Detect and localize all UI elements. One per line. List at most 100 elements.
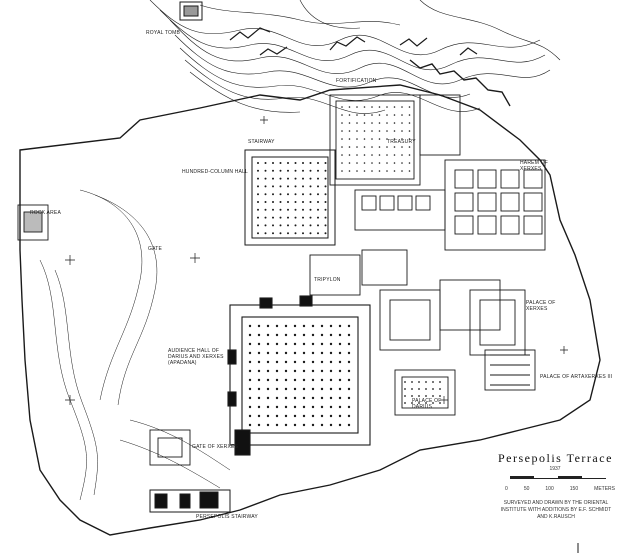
column-dot [320,378,324,382]
column-dot [311,423,315,427]
column-dot [264,201,267,203]
column-dot [287,208,289,211]
scale-bar [510,474,606,484]
column-dot [347,351,351,355]
column-dot [408,146,411,148]
column-dot [302,351,306,355]
column-dot [257,342,261,346]
column-dot [363,170,366,172]
column-dot [378,138,381,140]
column-dot [248,324,252,328]
column-dot [279,216,282,219]
column-dot [324,193,327,196]
column-dot [439,381,441,383]
column-dot [293,351,297,355]
column-dot [408,170,411,172]
column-dot [279,201,282,203]
west-building [17,204,49,241]
column-dot [302,324,306,328]
column-dot [341,114,343,116]
column-dot [272,169,274,172]
column-dot [363,138,366,140]
column-dot [347,333,351,337]
column-dot [317,193,319,196]
column-dot [401,162,403,164]
column-dot [302,342,306,346]
column-dot [275,360,279,364]
column-dot [317,232,319,235]
column-dot [279,162,282,164]
column-dot [293,405,297,409]
column-dot [284,423,288,427]
column-dot [257,405,261,409]
column-dot [338,396,342,400]
column-dot [311,414,315,418]
column-dot [275,423,279,427]
column-dot [309,208,312,211]
column-dot [266,324,270,328]
column-dot [284,405,288,409]
column-dot [386,114,388,116]
column-dot [257,177,259,180]
column-dot [275,414,279,418]
column-dot [302,369,306,373]
column-dot [356,154,358,156]
column-dot [257,185,259,188]
column-dot [272,208,274,211]
column-dot [266,342,270,346]
column-dot [302,193,304,196]
column-dot [287,232,289,235]
column-dot [371,154,373,156]
column-dot [329,405,333,409]
column-dot [311,333,315,337]
column-dot [284,414,288,418]
column-dot [338,369,342,373]
column-dot [341,154,343,156]
column-dot [386,130,388,132]
label-gate: Gate [148,246,163,252]
column-dot [320,333,324,337]
column-dot [404,381,406,383]
column-dot [401,106,403,108]
column-dot [408,114,411,116]
column-dot [371,170,373,172]
column-dot [302,360,306,364]
column-dot [317,224,319,227]
column-dot [341,138,343,140]
column-dot [408,138,411,140]
column-dot [341,146,343,148]
column-dot [293,387,297,391]
column-dot [294,162,297,164]
column-dot [266,360,270,364]
column-dot [411,395,413,397]
column-dot [329,387,333,391]
column-dot [248,405,252,409]
column-dot [418,402,420,404]
treasury-building [329,94,461,186]
column-dot [348,130,351,132]
column-dot [386,146,388,148]
column-dot [324,169,327,172]
column-dot [393,154,396,156]
column-dot [348,162,351,164]
column-dot [356,130,358,132]
column-dot [411,402,413,404]
column-dot [294,224,297,227]
column-dot [439,402,441,404]
column-dot [294,193,297,196]
column-dot [257,169,259,172]
column-dot [302,201,304,203]
column-dot [302,423,306,427]
column-dot [425,402,427,404]
column-dot [393,122,396,124]
column-dot [329,396,333,400]
column-dot [248,378,252,382]
column-dot [317,216,319,219]
column-dot [257,193,259,196]
column-dot [293,396,297,400]
column-dot [341,122,343,124]
column-dot [408,130,411,132]
column-dot [287,177,289,180]
label-persian-stairway: Persepolis Stairway [196,514,258,520]
column-dot [348,146,351,148]
